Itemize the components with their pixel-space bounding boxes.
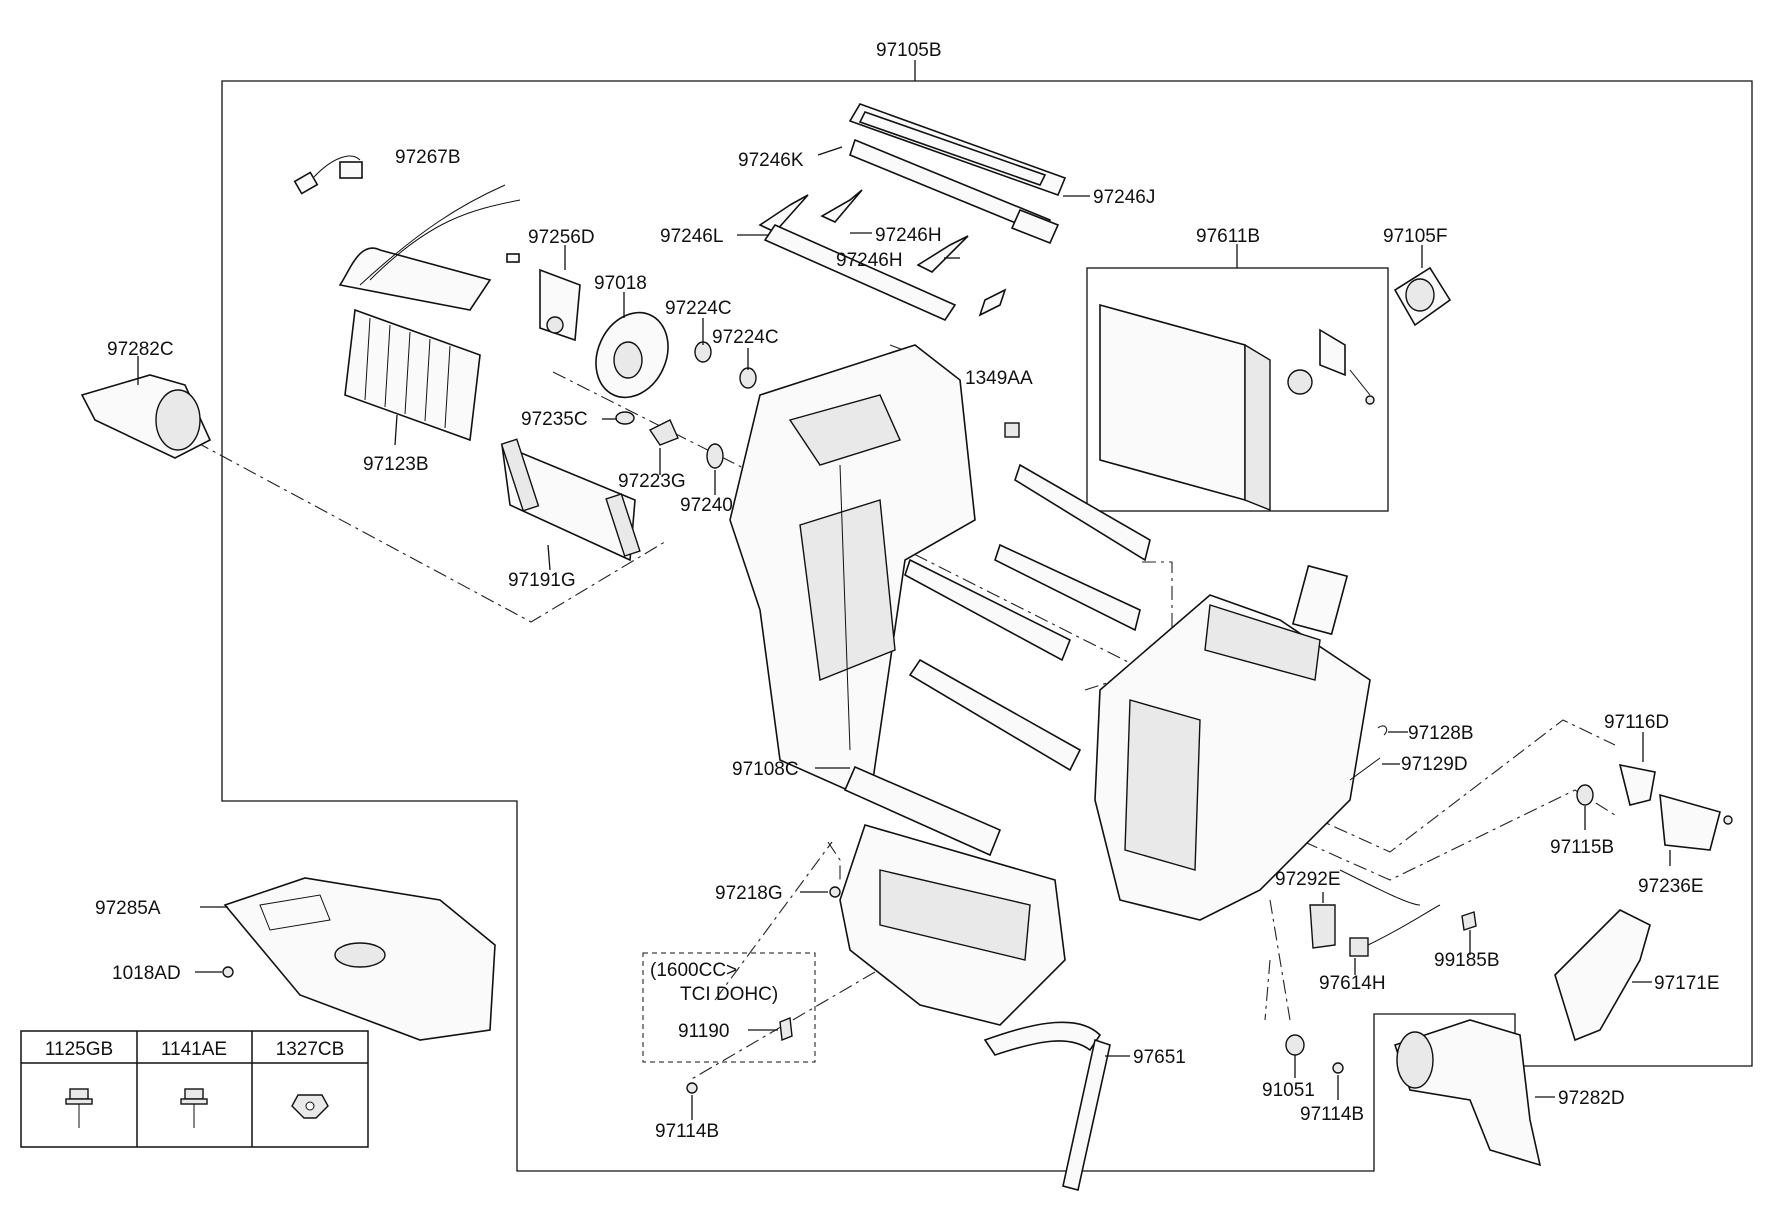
- label-97128B: 97128B: [1408, 723, 1474, 744]
- bolt-icon: [65, 1088, 93, 1128]
- part-97108C-filter: [843, 765, 1002, 857]
- label-97246L: 97246L: [660, 226, 723, 247]
- part-97285A-duct-cover: [223, 877, 496, 1041]
- label-97240: 97240: [680, 495, 733, 516]
- label-97129D: 97129D: [1401, 754, 1468, 775]
- label-1349AA: 1349AA: [965, 368, 1033, 389]
- leader-97123B: [394, 414, 398, 446]
- leader-97191G: [547, 544, 551, 571]
- part-97614H-sensor: [1349, 904, 1441, 957]
- fastener-table: 1125GB 1141AE 1327CB: [20, 1030, 369, 1148]
- label-97191G: 97191G: [508, 570, 576, 591]
- label-97611B: 97611B: [1196, 226, 1260, 247]
- part-97191G-door: [500, 438, 641, 562]
- part-97292E-sensor: [1309, 869, 1421, 949]
- part-97116D-97236E-actuator: [1618, 763, 1733, 851]
- label-97224C-1: 97224C: [665, 298, 732, 319]
- part-91051-nut: [1285, 1034, 1305, 1056]
- part-97115B-clip: [1576, 784, 1594, 806]
- label-97105B: 97105B: [876, 40, 942, 61]
- part-97282C-duct: [80, 374, 212, 459]
- label-1018AD: 1018AD: [112, 963, 181, 984]
- leader-97246K: [817, 146, 843, 156]
- part-97114B-screws: [686, 1062, 1344, 1094]
- label-97218G: 97218G: [715, 883, 783, 904]
- label-91190: 91190: [678, 1021, 729, 1042]
- part-1018AD-screw: [222, 966, 234, 978]
- label-97115B: 97115B: [1550, 837, 1614, 858]
- part-97018-blower-motor: [595, 311, 669, 399]
- label-97282D: 97282D: [1558, 1088, 1625, 1109]
- label-97256D: 97256D: [528, 227, 595, 248]
- label-97018: 97018: [594, 273, 647, 294]
- label-97246K: 97246K: [738, 150, 804, 171]
- assembly-boundary: [221, 80, 1753, 1172]
- label-97116D: 97116D: [1604, 712, 1669, 733]
- label-97114B-1: 97114B: [655, 1121, 719, 1142]
- part-97256D-actuator: [506, 253, 581, 342]
- part-1349AA: [1004, 422, 1020, 438]
- part-97105F-grommet: [1393, 266, 1452, 327]
- label-97114B-2: 97114B: [1300, 1104, 1364, 1125]
- label-99185B: 99185B: [1434, 950, 1500, 971]
- table-header-1125GB: 1125GB: [45, 1039, 113, 1060]
- label-97105F: 97105F: [1383, 226, 1447, 247]
- label-97171E: 97171E: [1654, 973, 1720, 994]
- label-97246H-1: 97246H: [875, 225, 942, 246]
- part-heater-case-right: [1094, 564, 1371, 921]
- label-97123B: 97123B: [363, 454, 429, 475]
- label-97246H-2: 97246H: [836, 250, 903, 271]
- part-99185B-clip: [1461, 911, 1477, 931]
- part-97218G-screw: [829, 886, 841, 898]
- nut-icon: [291, 1094, 329, 1119]
- part-case-doors: [904, 463, 1151, 772]
- part-97235C-97223G-97240: [615, 411, 724, 469]
- label-97246J: 97246J: [1093, 187, 1155, 208]
- part-97611B-evaporator-box: [1086, 267, 1389, 512]
- label-97651: 97651: [1133, 1047, 1186, 1068]
- part-97246-seals: [758, 103, 1067, 322]
- bolt-icon: [180, 1088, 208, 1128]
- label-97224C-2: 97224C: [712, 327, 779, 348]
- note-line-2: TCI DOHC): [680, 984, 778, 1005]
- part-97224C-clips: [694, 341, 757, 389]
- part-97171E-duct: [1554, 909, 1651, 1042]
- part-97123B-heater-core: [338, 184, 521, 442]
- label-97267B: 97267B: [395, 147, 461, 168]
- part-97651-drain-hose: [983, 1021, 1111, 1191]
- label-97614H: 97614H: [1319, 973, 1386, 994]
- part-labels: 97105B 97267B 97246K 97246J 97246L 97246…: [95, 40, 1720, 1142]
- label-97223G: 97223G: [618, 471, 686, 492]
- part-97267B-sensor: [293, 155, 363, 195]
- table-header-1141AE: 1141AE: [161, 1039, 227, 1060]
- note-line-1: (1600CC>: [650, 960, 737, 981]
- label-97292E: 97292E: [1275, 869, 1341, 890]
- part-97282D-duct: [1393, 1019, 1542, 1167]
- label-97285A: 97285A: [95, 898, 161, 919]
- label-91051: 91051: [1262, 1080, 1315, 1101]
- label-97282C: 97282C: [107, 339, 174, 360]
- part-lower-case: [839, 824, 1066, 1026]
- part-97128B-97129D: [1349, 725, 1388, 781]
- label-97236E: 97236E: [1638, 876, 1704, 897]
- part-note-box: [642, 952, 816, 1063]
- label-97235C: 97235C: [521, 409, 588, 430]
- table-header-1327CB: 1327CB: [276, 1039, 345, 1060]
- label-97108C: 97108C: [732, 759, 799, 780]
- part-heater-case-left: [729, 344, 976, 802]
